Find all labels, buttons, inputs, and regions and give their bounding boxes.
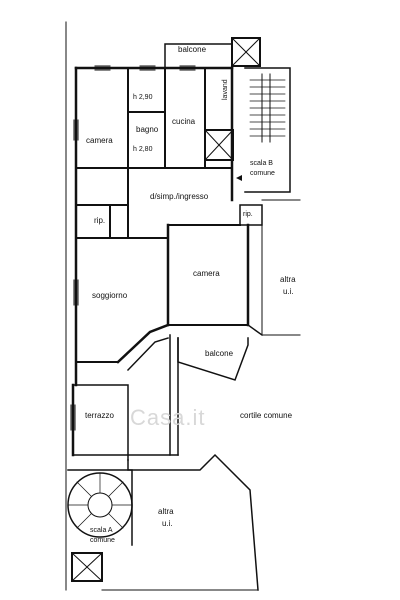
label-altra-1: altra bbox=[280, 275, 296, 284]
label-ui-1: u.i. bbox=[283, 287, 294, 296]
elevator-shaft-a bbox=[71, 552, 103, 582]
label-soggiorno: soggiorno bbox=[92, 291, 128, 300]
label-rip-right: rip. bbox=[243, 211, 253, 218]
label-lavand: lavand bbox=[222, 79, 229, 100]
elevator-shaft-top bbox=[231, 37, 261, 67]
label-ui-2: u.i. bbox=[162, 519, 173, 528]
balcony-mid-outline bbox=[177, 337, 249, 381]
arrow-marker bbox=[236, 175, 242, 181]
label-h290: h 2,90 bbox=[133, 94, 153, 101]
label-scala-a: scala A bbox=[90, 527, 113, 534]
label-balcone-top: balcone bbox=[178, 45, 207, 54]
label-comune-a: comune bbox=[90, 537, 115, 544]
label-altra-2: altra bbox=[158, 507, 174, 516]
wall-soggiorno-diagonal bbox=[116, 323, 170, 364]
label-cucina: cucina bbox=[172, 117, 196, 126]
stair-a-inner bbox=[87, 492, 113, 518]
altra-ui-lower-outline bbox=[127, 453, 259, 591]
label-disimp: d/simp./ingresso bbox=[150, 192, 209, 201]
label-rip-left: rip. bbox=[94, 216, 106, 225]
watermark: Casa.it bbox=[130, 405, 206, 430]
label-bagno: bagno bbox=[136, 125, 159, 134]
label-scala-b: scala B bbox=[250, 160, 273, 167]
label-h280: h 2,80 bbox=[133, 146, 153, 153]
terrazzo-outline bbox=[72, 384, 129, 461]
altra-ui-upper-outline bbox=[261, 204, 301, 336]
label-camera-center: camera bbox=[193, 269, 220, 278]
label-terrazzo: terrazzo bbox=[85, 411, 114, 420]
label-comune-b: comune bbox=[250, 170, 275, 177]
label-camera-left: camera bbox=[86, 136, 113, 145]
label-balcone-mid: balcone bbox=[205, 349, 234, 358]
stair-b-outline bbox=[244, 67, 291, 193]
label-cortile: cortile comune bbox=[240, 411, 293, 420]
